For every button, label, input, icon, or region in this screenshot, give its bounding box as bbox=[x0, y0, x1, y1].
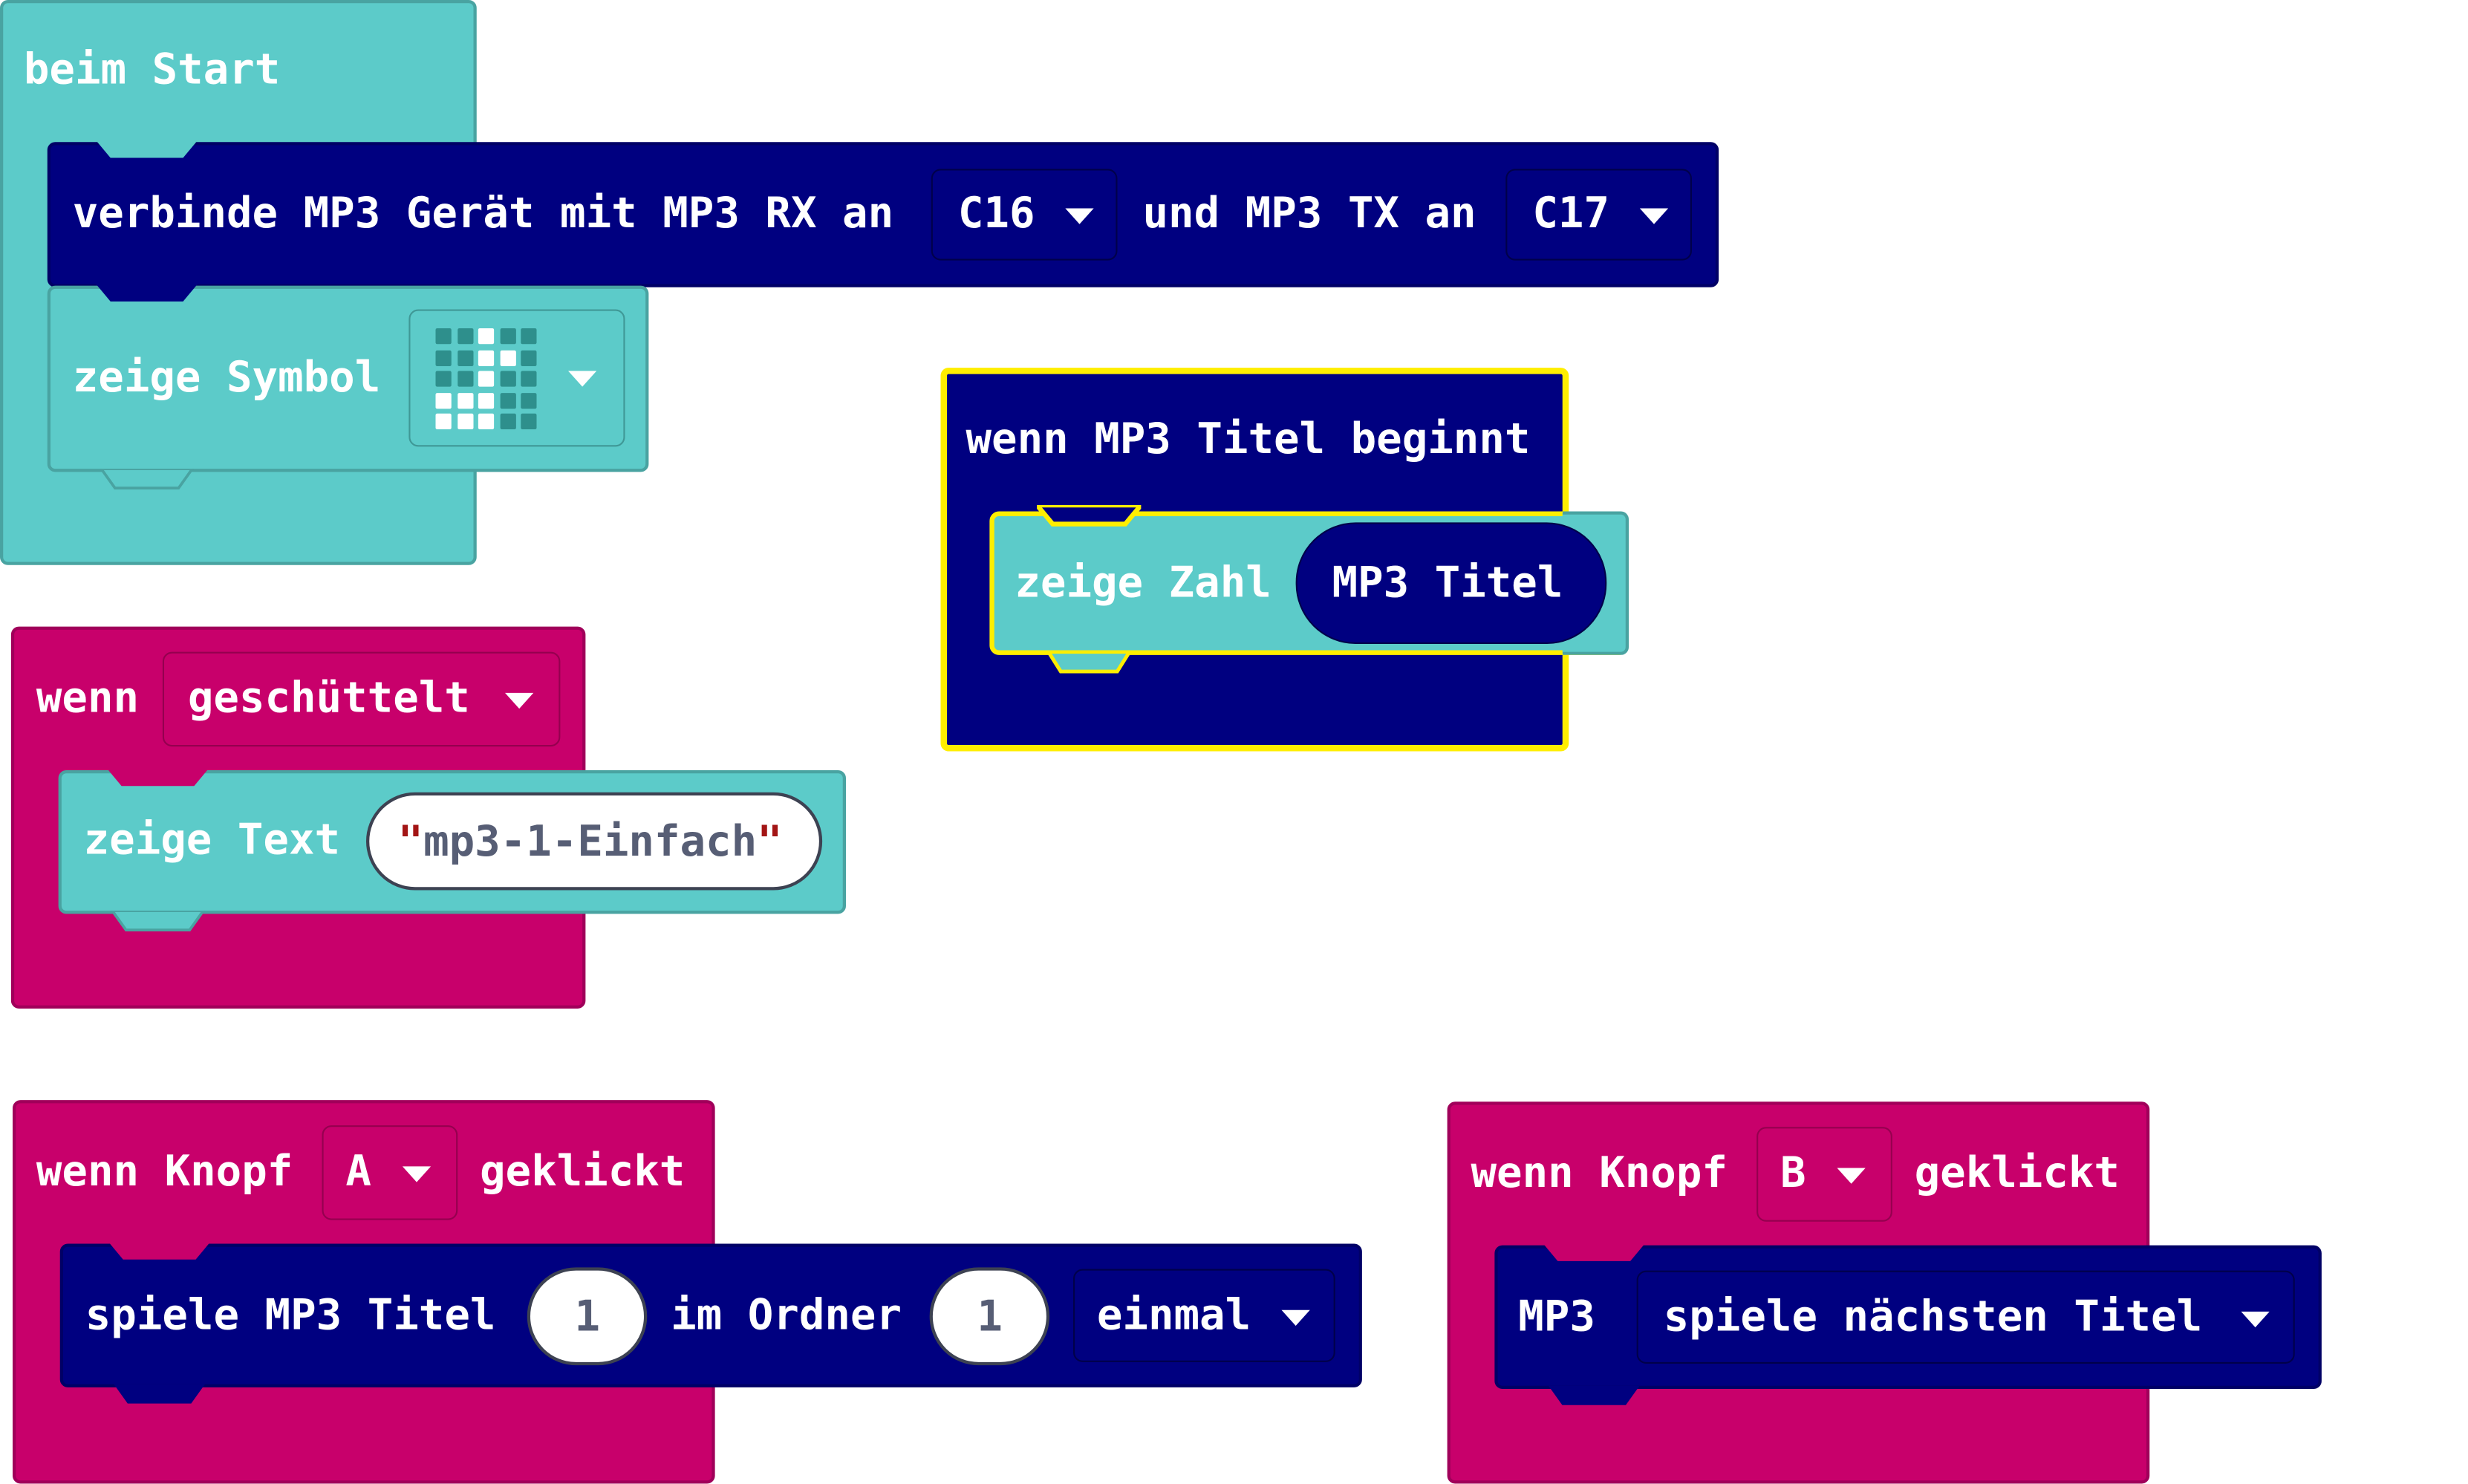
on-start-label: beim Start bbox=[23, 45, 281, 95]
string-value: "mp3-1-Einfach" bbox=[397, 817, 783, 867]
led-r0-c3 bbox=[499, 328, 515, 345]
led-r1-c0 bbox=[435, 349, 452, 365]
block-notch bbox=[94, 282, 199, 302]
chevron-down-icon bbox=[402, 1166, 432, 1182]
chevron-down-icon bbox=[1639, 208, 1669, 224]
block-notch bbox=[110, 911, 206, 932]
led-r4-c4 bbox=[521, 413, 537, 429]
play-next-prefix: MP3 bbox=[1518, 1292, 1595, 1342]
play-track-label-1: spiele MP3 Titel bbox=[85, 1291, 496, 1341]
on-track-start-label: wenn MP3 Titel beginnt bbox=[966, 414, 1531, 464]
mp3-action-dropdown[interactable]: spiele nächsten Titel bbox=[1636, 1270, 2295, 1364]
mp3-track-reporter-label: MP3 Titel bbox=[1332, 559, 1563, 608]
track-number-value: 1 bbox=[574, 1292, 601, 1342]
led-r3-c4 bbox=[521, 392, 537, 409]
mp3-connect-label-1: verbinde MP3 Gerät mit MP3 RX an bbox=[72, 189, 894, 238]
chevron-down-icon bbox=[1065, 208, 1094, 224]
block-notch bbox=[1037, 505, 1142, 527]
block-notch bbox=[1548, 1385, 1640, 1405]
led-r1-c4 bbox=[521, 349, 537, 365]
led-r0-c0 bbox=[435, 328, 452, 345]
led-r2-c3 bbox=[499, 371, 515, 387]
chevron-down-icon bbox=[1281, 1309, 1310, 1326]
rx-pin-value: C16 bbox=[957, 189, 1035, 238]
on-button-a-clicked-label: geklickt bbox=[480, 1147, 686, 1197]
led-r3-c3 bbox=[499, 392, 515, 409]
on-gesture-label: wenn bbox=[36, 674, 140, 723]
string-input[interactable]: "mp3-1-Einfach" bbox=[366, 792, 823, 891]
led-r4-c1 bbox=[457, 413, 473, 429]
play-track-label-2: im Ordner bbox=[671, 1291, 902, 1341]
led-r4-c2 bbox=[478, 413, 495, 429]
button-a-dropdown[interactable]: A bbox=[322, 1125, 458, 1220]
led-r2-c1 bbox=[457, 371, 473, 387]
mp3-connect-block[interactable] bbox=[47, 142, 1719, 287]
on-button-a-label: wenn Knopf bbox=[36, 1147, 293, 1197]
track-number-input[interactable]: 1 bbox=[527, 1267, 648, 1366]
gesture-value: geschüttelt bbox=[187, 674, 470, 723]
tx-pin-dropdown[interactable]: C17 bbox=[1505, 169, 1692, 261]
show-number-label: zeige Zahl bbox=[1015, 559, 1272, 608]
repeat-dropdown[interactable]: einmal bbox=[1073, 1269, 1335, 1362]
icon-picker-dropdown[interactable] bbox=[408, 309, 625, 447]
block-notch bbox=[105, 767, 210, 787]
block-notch bbox=[114, 1384, 205, 1404]
led-r2-c4 bbox=[521, 371, 537, 387]
rx-pin-dropdown[interactable]: C16 bbox=[931, 169, 1118, 261]
led-r0-c1 bbox=[457, 328, 473, 345]
button-b-dropdown[interactable]: B bbox=[1756, 1127, 1892, 1222]
mp3-connect-label-2: und MP3 TX an bbox=[1142, 189, 1476, 238]
chevron-down-icon bbox=[568, 371, 597, 387]
gesture-dropdown[interactable]: geschüttelt bbox=[162, 651, 561, 747]
repeat-value: einmal bbox=[1096, 1291, 1251, 1341]
block-notch bbox=[107, 1240, 212, 1260]
block-notch bbox=[1542, 1242, 1647, 1261]
block-notch bbox=[99, 469, 195, 490]
chevron-down-icon bbox=[505, 692, 534, 709]
folder-number-value: 1 bbox=[977, 1292, 1003, 1342]
block-notch bbox=[1046, 651, 1132, 674]
button-a-value: A bbox=[345, 1147, 371, 1197]
led-r1-c1 bbox=[457, 349, 473, 365]
block-notch bbox=[94, 139, 199, 158]
led-r1-c3 bbox=[499, 349, 515, 365]
mp3-action-value: spiele nächsten Titel bbox=[1663, 1292, 2203, 1342]
show-icon-label: zeige Symbol bbox=[72, 354, 381, 403]
led-r2-c2 bbox=[478, 371, 495, 387]
led-r0-c2 bbox=[478, 328, 495, 345]
chevron-down-icon bbox=[2241, 1311, 2270, 1328]
mp3-track-reporter[interactable]: MP3 Titel bbox=[1295, 522, 1607, 644]
led-r1-c2 bbox=[478, 349, 495, 365]
chevron-down-icon bbox=[1837, 1168, 1866, 1184]
icon-led-grid bbox=[435, 328, 540, 432]
led-r2-c0 bbox=[435, 371, 452, 387]
led-r0-c4 bbox=[521, 328, 537, 345]
button-b-value: B bbox=[1780, 1149, 1806, 1198]
show-string-label: zeige Text bbox=[83, 816, 341, 865]
led-r3-c2 bbox=[478, 392, 495, 409]
led-r4-c3 bbox=[499, 413, 515, 429]
on-button-b-label: wenn Knopf bbox=[1471, 1149, 1728, 1198]
on-button-b-clicked-label: geklickt bbox=[1914, 1149, 2120, 1198]
led-r3-c0 bbox=[435, 392, 452, 409]
folder-number-input[interactable]: 1 bbox=[929, 1267, 1050, 1366]
led-r3-c1 bbox=[457, 392, 473, 409]
tx-pin-value: C17 bbox=[1532, 189, 1610, 238]
led-r4-c0 bbox=[435, 413, 452, 429]
